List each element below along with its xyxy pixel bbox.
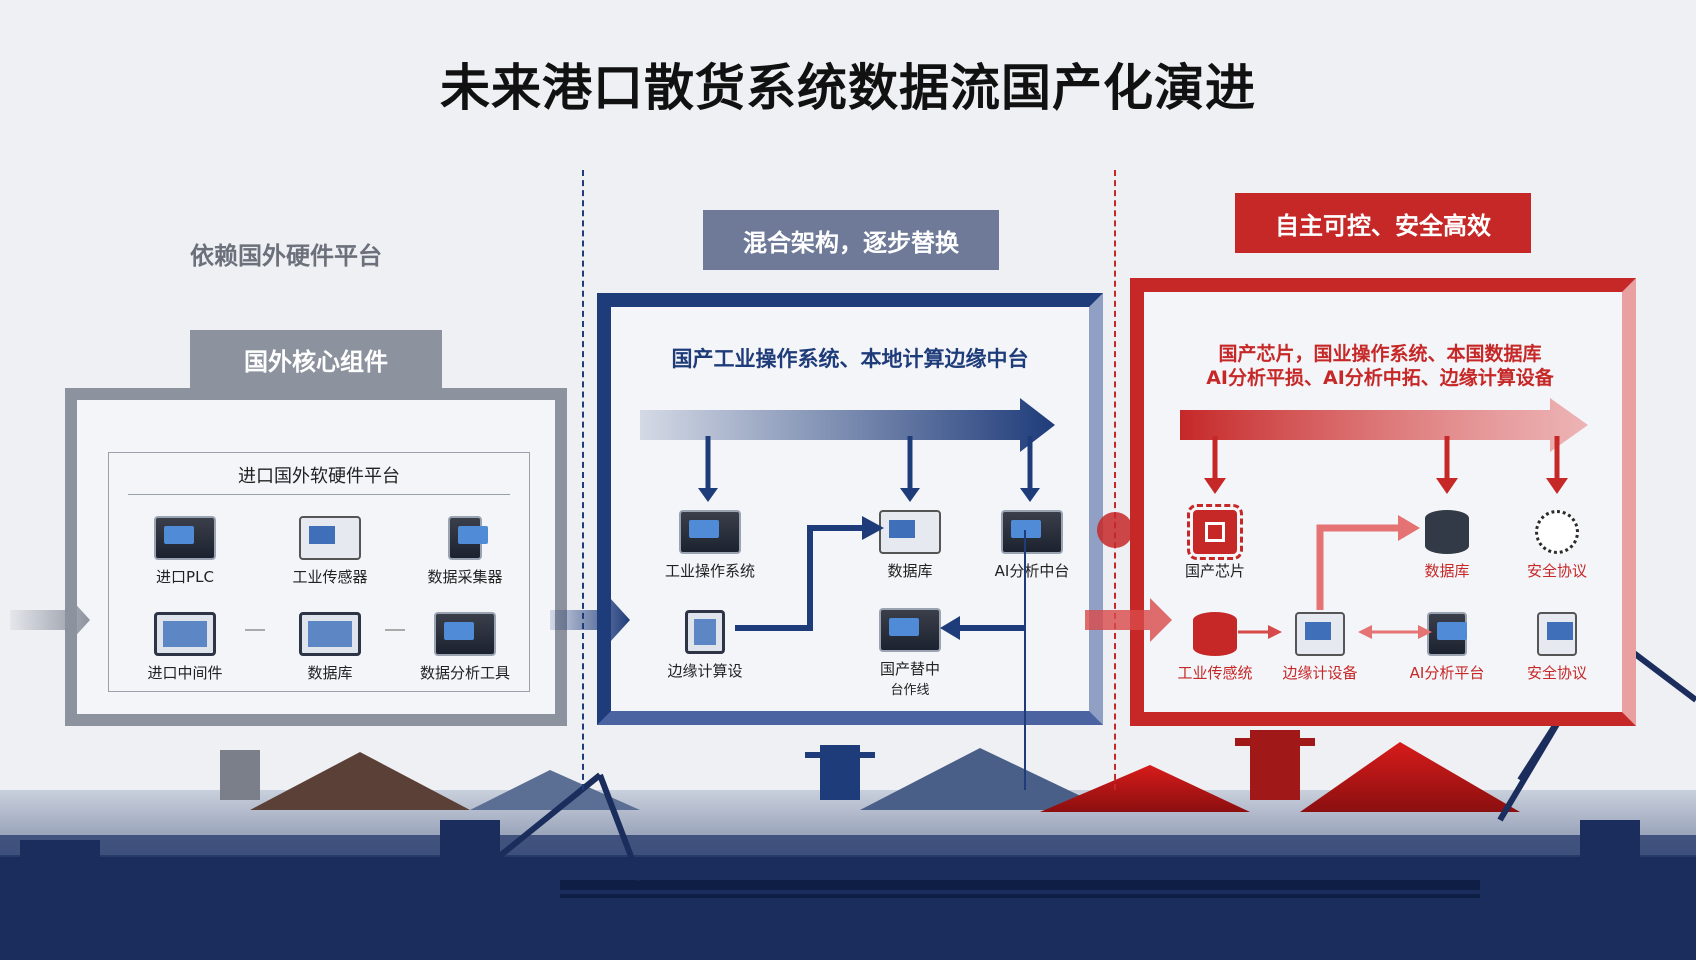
ai-platform-icon	[1427, 612, 1467, 656]
stage1-tag: 国外核心组件	[190, 330, 442, 388]
chip-icon	[1187, 504, 1243, 560]
stage1-node-database: 数据库	[265, 612, 395, 683]
stage1-panel-title: 进口国外软硬件平台	[238, 466, 400, 487]
stage2-panel	[597, 293, 1103, 725]
stage1-title-rule	[128, 494, 510, 495]
stage3-node-sensor: 工业传感统	[1150, 612, 1280, 683]
stage3-node-security: 安全协议	[1492, 510, 1622, 581]
stage-divider-2	[1114, 170, 1116, 790]
stage3-node-security-2: 安全协议	[1492, 612, 1622, 683]
plc-icon	[154, 516, 216, 560]
stage3-tag: 自主可控、安全高效	[1235, 193, 1531, 253]
stage2-tag: 混合架构，逐步替换	[703, 210, 999, 270]
server-icon	[879, 608, 941, 652]
stage3-node-database: 数据库	[1382, 510, 1512, 581]
stage2-node-replacement: 国产替中台作线	[845, 608, 975, 698]
ai-platform-icon	[1001, 510, 1063, 554]
sensor-icon	[299, 516, 361, 560]
stage1-node-middleware: 进口中间件	[120, 612, 250, 683]
stage1-panel	[65, 388, 567, 726]
industrial-os-icon	[679, 510, 741, 554]
sensor-system-icon	[1193, 612, 1237, 656]
stage3-node-edge: 边缘计设备	[1255, 612, 1385, 683]
security-protocol-icon	[1535, 510, 1579, 554]
edge-computer-icon	[685, 610, 725, 654]
collector-icon	[448, 516, 488, 560]
stage1-inner-panel	[108, 452, 530, 692]
stage1-node-collector: 数据采集器	[400, 516, 530, 587]
middleware-icon	[154, 612, 216, 656]
stage1-node-analytics: 数据分析工具	[400, 612, 530, 683]
stage-divider-1	[582, 170, 584, 790]
security-device-icon	[1537, 612, 1577, 656]
stage1-caption: 依赖国外硬件平台	[190, 242, 382, 270]
analytics-tool-icon	[434, 612, 496, 656]
database-icon	[1425, 510, 1469, 554]
stage2-panel-title: 国产工业操作系统、本地计算边缘中台	[671, 347, 1029, 371]
page-title: 未来港口散货系统数据流国产化演进	[440, 59, 1256, 117]
stage3-node-ai-platform: AI分析平台	[1382, 612, 1512, 683]
stage1-node-sensor: 工业传感器	[265, 516, 395, 587]
stage3-node-chip: 国产芯片	[1150, 504, 1280, 581]
edge-device-icon	[1295, 612, 1345, 656]
database-icon	[299, 612, 361, 656]
stage2-node-ai-platform: AI分析中台	[967, 510, 1097, 581]
stage2-node-edge: 边缘计算设	[640, 610, 770, 681]
stage2-node-industrial-os: 工业操作系统	[645, 510, 775, 581]
stage2-node-database: 数据库	[845, 510, 975, 581]
stage1-node-plc: 进口PLC	[120, 516, 250, 587]
database-icon	[879, 510, 941, 554]
